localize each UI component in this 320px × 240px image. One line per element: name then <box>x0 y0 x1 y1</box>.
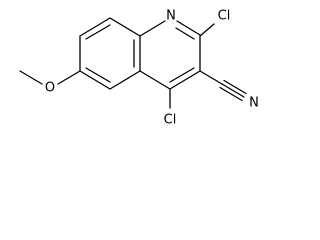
triple-bond-c <box>219 86 243 102</box>
molecule-structure: N Cl Cl N O <box>19 9 259 128</box>
atom-nitrile-n-label: N <box>249 96 259 111</box>
triple-bond-a <box>221 83 245 98</box>
bond-c8-c7 <box>79 17 111 37</box>
double-bond-c8-c7 <box>85 24 111 40</box>
atom-methoxy-o-label: O <box>45 81 55 96</box>
atom-cl2-label: Cl <box>218 9 231 24</box>
bond-c4-c4a <box>139 70 171 90</box>
bond-c8a-c8 <box>109 17 141 37</box>
bond-c3-c4 <box>169 70 201 90</box>
bond-o-ch3 <box>19 70 43 85</box>
bond-c6-c5 <box>79 70 111 90</box>
atom-n1-label: N <box>166 9 176 24</box>
bond-c3-cnitrile <box>199 70 223 85</box>
triple-bond-b <box>223 79 247 95</box>
bond-c8a-n1 <box>139 20 166 37</box>
double-bond-c3-c4 <box>169 67 195 83</box>
double-bond-c6-c5 <box>85 67 111 83</box>
bond-c2-cl <box>199 23 215 37</box>
double-bond-n1-c2 <box>175 27 195 40</box>
bond-c5-c4a <box>109 70 141 90</box>
atom-cl4-label: Cl <box>164 113 177 128</box>
bond-n1-c2 <box>176 20 201 36</box>
bond-c6-o <box>57 70 81 85</box>
